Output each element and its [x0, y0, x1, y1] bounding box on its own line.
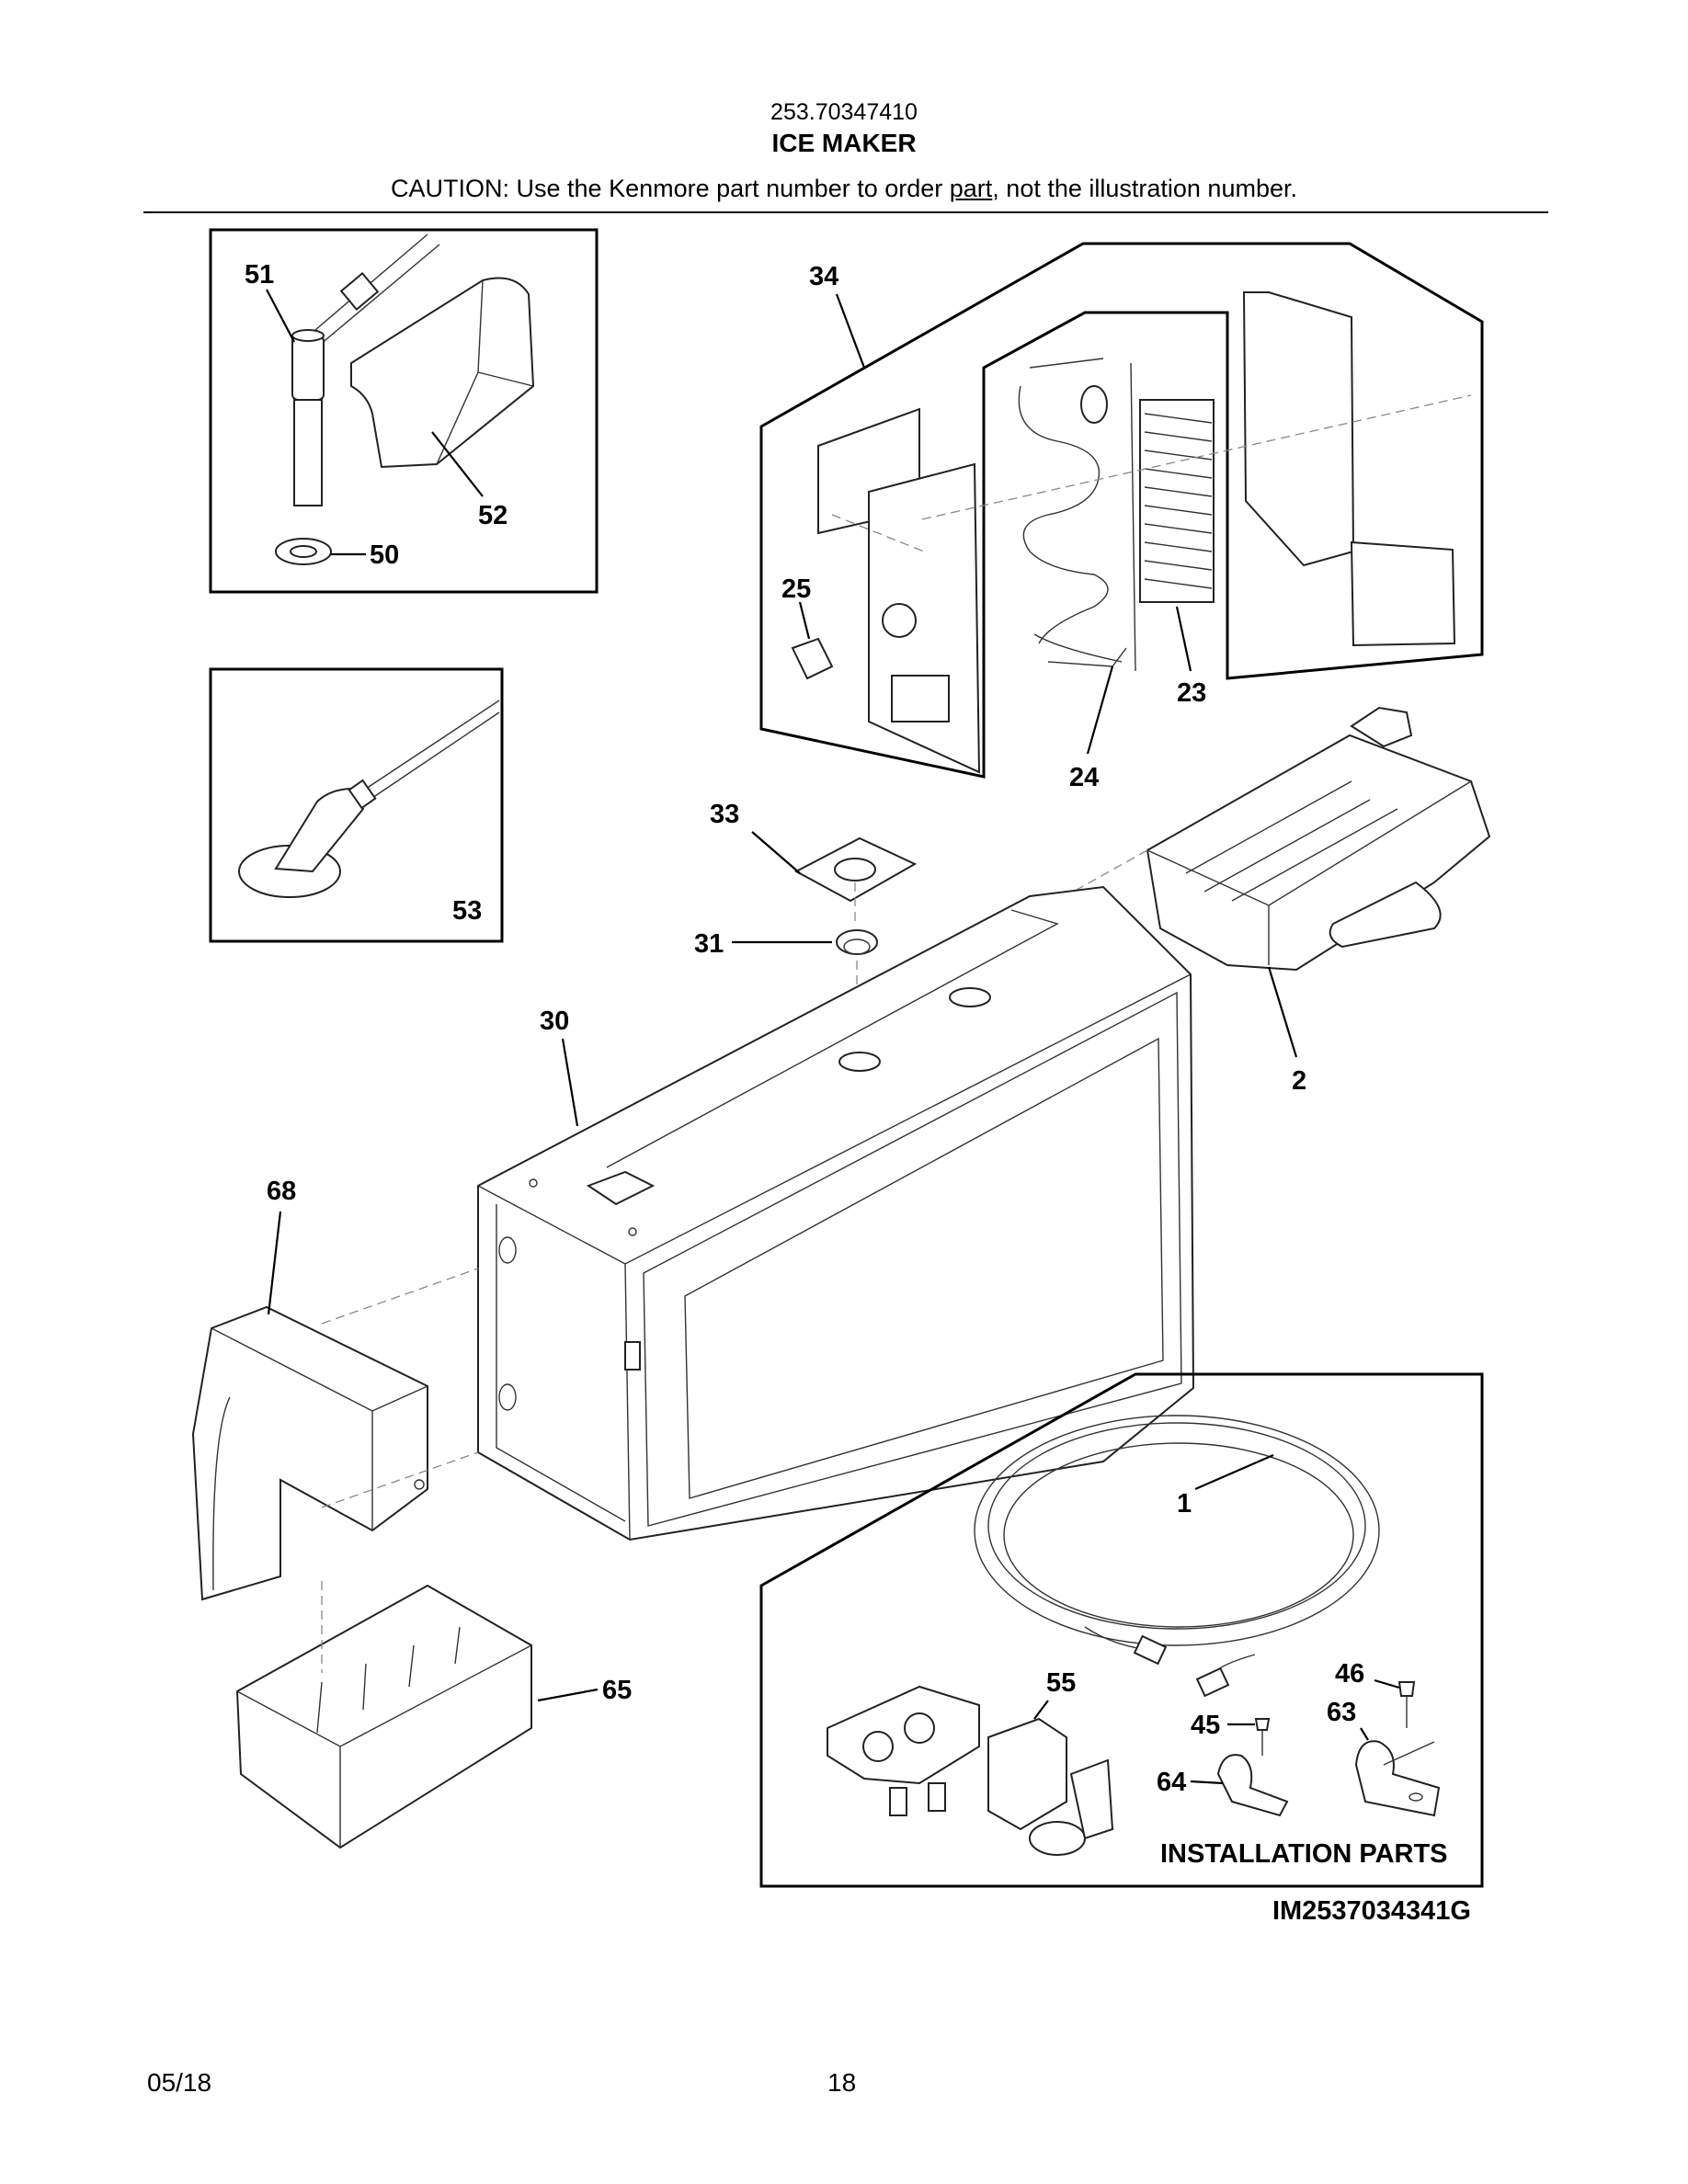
callout-64: 64 — [1157, 1768, 1186, 1797]
page-title: ICE MAKER — [771, 129, 917, 157]
leader-46 — [1374, 1678, 1400, 1689]
callout-31: 31 — [694, 929, 724, 959]
callout-46: 46 — [1335, 1659, 1364, 1689]
callout-65: 65 — [602, 1676, 632, 1705]
callout-33: 33 — [710, 800, 739, 829]
callout-24: 24 — [1069, 763, 1099, 792]
diagram-id: IM2537034341G — [1272, 1896, 1471, 1926]
callout-68: 68 — [267, 1177, 296, 1206]
leader-65 — [537, 1688, 599, 1702]
callout-51: 51 — [245, 260, 274, 290]
caution-note: CAUTION: Use the Kenmore part number to … — [0, 175, 1688, 203]
callout-25: 25 — [781, 574, 811, 604]
caution-underlined-word: part — [949, 175, 993, 202]
leader-23 — [1175, 606, 1192, 672]
footer-page-number: 18 — [827, 2068, 857, 2097]
water-valve — [827, 1685, 1114, 1856]
leader-2 — [1267, 966, 1298, 1058]
ice-maker-module — [974, 706, 1491, 972]
caution-text-suffix: , not the illustration number. — [992, 175, 1297, 202]
callout-55: 55 — [1046, 1668, 1076, 1698]
leader-33 — [751, 831, 801, 874]
callout-2: 2 — [1292, 1066, 1306, 1096]
leader-24 — [1086, 665, 1114, 755]
leader-68 — [267, 1211, 282, 1315]
inset-box-fill-tube — [209, 667, 504, 943]
callout-1: 1 — [1177, 1489, 1192, 1519]
installation-parts-box — [759, 1372, 1484, 1888]
leader-64 — [1190, 1780, 1224, 1785]
inset-box-water-fill — [209, 228, 599, 594]
callout-34: 34 — [809, 262, 838, 291]
leader-1 — [1194, 1453, 1274, 1491]
callout-53: 53 — [452, 896, 482, 926]
header-divider — [143, 211, 1548, 213]
caution-text-prefix: CAUTION: Use the Kenmore part number to … — [391, 175, 950, 202]
end-cover — [191, 1268, 479, 1601]
heater-assembly-group — [759, 242, 1484, 779]
leader-25 — [798, 601, 811, 640]
callout-52: 52 — [478, 501, 508, 530]
callout-50: 50 — [370, 540, 399, 570]
leader-30 — [561, 1038, 579, 1127]
model-number: 253.70347410 — [770, 99, 918, 125]
leader-34 — [835, 293, 866, 369]
leader-51 — [266, 289, 295, 343]
leader-63 — [1360, 1727, 1369, 1741]
callout-45: 45 — [1191, 1711, 1220, 1740]
leader-55 — [1033, 1700, 1049, 1720]
drip-tray — [235, 1581, 532, 1849]
callout-23: 23 — [1177, 678, 1206, 708]
footer-date: 05/18 — [147, 2068, 212, 2097]
evaporator-fins — [1139, 399, 1215, 603]
installation-parts-label: INSTALLATION PARTS — [1160, 1839, 1448, 1869]
callout-30: 30 — [540, 1007, 569, 1036]
callout-63: 63 — [1327, 1698, 1356, 1727]
ice-bucket-housing — [477, 885, 1195, 1541]
leader-52 — [431, 431, 484, 497]
